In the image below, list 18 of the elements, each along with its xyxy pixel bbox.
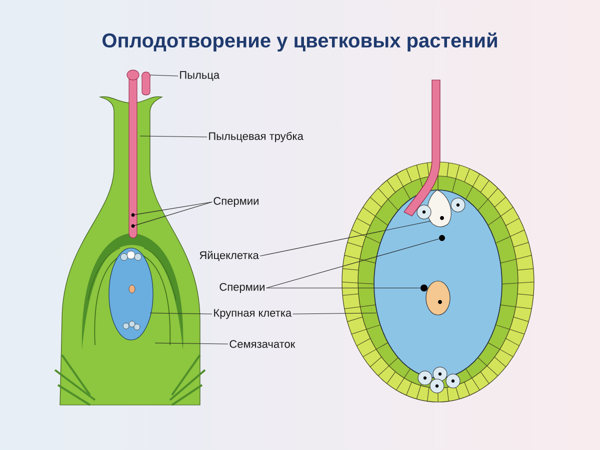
- label-text: Семязачаток: [230, 340, 296, 348]
- label-text: Крупная клетка: [214, 309, 292, 319]
- leader-line: [150, 74, 178, 76]
- label-text: Спермии: [214, 197, 258, 207]
- sperm-dot: [420, 284, 428, 292]
- leader-line: [150, 312, 212, 314]
- label-text: Яйцеклетка: [200, 250, 259, 262]
- leader-line: [260, 220, 432, 256]
- leader-line: [134, 202, 212, 226]
- label-text: Пыльца: [180, 71, 220, 81]
- leader-line: [266, 238, 440, 288]
- leader-line: [154, 342, 228, 344]
- leader-line: [140, 136, 208, 138]
- title: Оплодотворение у цветковых растений: [102, 32, 497, 52]
- label-text: Пыльцевая трубка: [209, 132, 304, 142]
- leader-line: [134, 202, 212, 215]
- leader-line: [292, 312, 376, 314]
- label-text: Спермии: [220, 283, 264, 293]
